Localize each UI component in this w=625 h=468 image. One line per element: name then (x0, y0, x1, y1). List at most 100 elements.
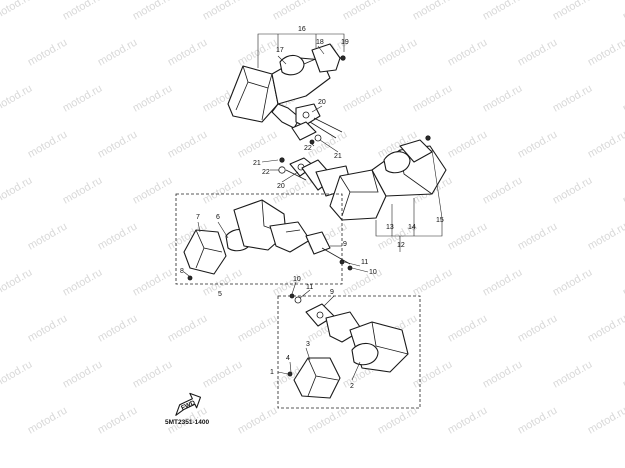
watermark-text: motod.ru (26, 128, 70, 160)
watermark-text: motod.ru (376, 404, 420, 436)
watermark-text: motod.ru (96, 220, 140, 252)
watermark-text: motod.ru (481, 0, 525, 23)
watermark-text: motod.ru (26, 404, 70, 436)
watermark-text: motod.ru (341, 82, 385, 114)
watermark-text: motod.ru (236, 36, 280, 68)
callout-10-lower: 10 (293, 276, 301, 283)
watermark-text: motod.ru (446, 312, 490, 344)
watermark-text: motod.ru (551, 266, 595, 298)
watermark-text: motod.ru (236, 312, 280, 344)
watermark-text: motod.ru (341, 266, 385, 298)
watermark-text: motod.ru (201, 0, 245, 23)
watermark-text: motod.ru (61, 82, 105, 114)
callout-21-upper: 21 (334, 153, 342, 160)
watermark-text: motod.ru (586, 36, 625, 68)
watermark-text: motod.ru (446, 128, 490, 160)
watermark-text: motod.ru (271, 0, 315, 23)
callout-14: 14 (408, 224, 416, 231)
watermark-text: motod.ru (376, 36, 420, 68)
leader-lines (183, 45, 369, 381)
callout-9-upper: 9 (343, 241, 347, 248)
callout-4: 4 (286, 355, 290, 362)
watermark-text: motod.ru (61, 358, 105, 390)
watermark-text: motod.ru (551, 82, 595, 114)
callout-3: 3 (306, 341, 310, 348)
callout-8: 8 (180, 268, 184, 275)
watermark-text: motod.ru (516, 312, 560, 344)
watermark-text: motod.ru (96, 36, 140, 68)
watermark-text: motod.ru (26, 220, 70, 252)
watermark-text: motod.ru (201, 358, 245, 390)
watermark-text: motod.ru (96, 404, 140, 436)
watermark-text: motod.ru (516, 404, 560, 436)
watermark-text: motod.ru (481, 82, 525, 114)
watermark-text: motod.ru (621, 0, 625, 23)
watermark-text: motod.ru (26, 36, 70, 68)
watermark-text: motod.ru (61, 174, 105, 206)
watermark-text: motod.ru (0, 82, 34, 114)
callout-10-upper: 10 (369, 269, 377, 276)
watermark-text: motod.ru (516, 128, 560, 160)
callout-2: 2 (350, 383, 354, 390)
callout-13: 13 (386, 224, 394, 231)
callout-18: 18 (316, 39, 324, 46)
callout-19: 19 (341, 39, 349, 46)
watermark-text: motod.ru (446, 36, 490, 68)
watermark-text: motod.ru (516, 220, 560, 252)
callout-22-lower: 22 (262, 169, 270, 176)
watermark-text: motod.ru (446, 404, 490, 436)
watermark-text: motod.ru (166, 36, 210, 68)
watermark-text: motod.ru (131, 82, 175, 114)
watermark-text: motod.ru (411, 358, 455, 390)
watermark-text: motod.ru (131, 266, 175, 298)
watermark-text: motod.ru (0, 174, 34, 206)
watermark-text: motod.ru (481, 358, 525, 390)
watermark-text: motod.ru (96, 128, 140, 160)
watermark-text: motod.ru (166, 128, 210, 160)
watermark-text: motod.ru (621, 358, 625, 390)
signal-assembly-right (301, 135, 447, 252)
watermark-text: motod.ru (271, 174, 315, 206)
callout-labels: 16 17 18 19 20 21 22 21 22 20 13 14 15 1… (180, 26, 444, 390)
watermark-text: motod.ru (236, 404, 280, 436)
watermark-text: motod.ru (0, 0, 34, 23)
assembly-box-5 (175, 193, 343, 285)
callout-15: 15 (436, 217, 444, 224)
watermark-text: motod.ru (236, 128, 280, 160)
watermark-text: motod.ru (621, 266, 625, 298)
callout-20-lower: 20 (277, 183, 285, 190)
watermark-text: motod.ru (586, 404, 625, 436)
watermark-text: motod.ru (411, 82, 455, 114)
watermark-text: motod.ru (446, 220, 490, 252)
watermark-text: motod.ru (586, 128, 625, 160)
watermark-text: motod.ru (411, 0, 455, 23)
callout-22-upper: 22 (304, 145, 312, 152)
assembly-box-lower (277, 295, 421, 409)
callout-20-upper: 20 (318, 99, 326, 106)
rear-signal-upper-left (227, 33, 346, 139)
callout-5: 5 (218, 291, 222, 298)
watermark-text: motod.ru (306, 404, 350, 436)
watermark-text: motod.ru (551, 174, 595, 206)
watermark-text: motod.ru (166, 312, 210, 344)
callout-6: 6 (216, 214, 220, 221)
callout-21-lower: 21 (253, 160, 261, 167)
watermark-text: motod.ru (61, 266, 105, 298)
signal-assembly-left-middle (183, 199, 353, 281)
watermark-text: motod.ru (61, 0, 105, 23)
watermark-text: motod.ru (411, 266, 455, 298)
callout-11-upper: 11 (361, 259, 368, 266)
watermark-text: motod.ru (131, 174, 175, 206)
watermark-text: motod.ru (131, 358, 175, 390)
watermark-text: motod.ru (481, 266, 525, 298)
signal-assembly-lower (287, 293, 409, 399)
watermark-text: motod.ru (516, 36, 560, 68)
watermark-text: motod.ru (26, 312, 70, 344)
watermark-text: motod.ru (0, 266, 34, 298)
diagram-code: 5MT2351-1400 (165, 419, 209, 426)
watermark-text: motod.ru (341, 0, 385, 23)
callout-1: 1 (270, 369, 274, 376)
mounting-hardware-center (278, 121, 322, 181)
watermark-text: motod.ru (131, 0, 175, 23)
callout-12: 12 (397, 242, 405, 249)
